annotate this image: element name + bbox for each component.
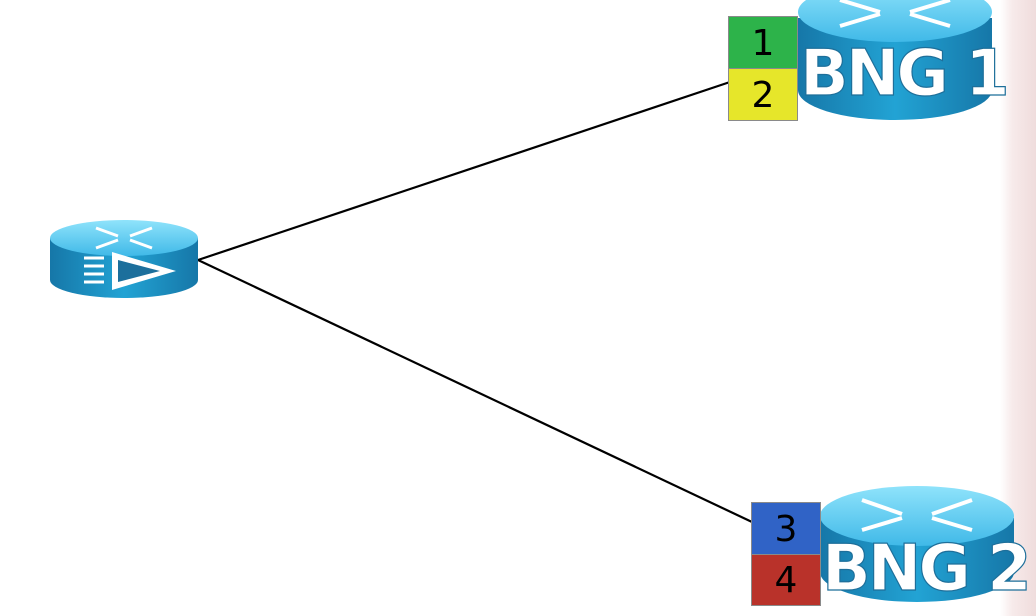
link-to-bng2 [197,259,753,523]
forward-arrow-icon [84,252,176,290]
link-to-bng1 [197,80,731,262]
router-arrows-icon [95,226,153,250]
tag-2: 2 [728,68,798,121]
tag-2-label: 2 [751,75,775,116]
tag-1-label: 1 [751,23,775,64]
bng2-label: BNG 2 [822,532,1029,606]
bng1-router-arrows-icon [839,0,951,28]
bng1-label: BNG 1 [800,37,1007,111]
router-left[interactable] [50,220,198,298]
tag-1: 1 [728,16,798,69]
tag-3: 3 [751,502,821,555]
tag-3-label: 3 [774,509,798,550]
tag-4-label: 4 [774,560,798,601]
bng2-router-arrows-icon [861,498,973,532]
tag-4: 4 [751,554,821,606]
bng1-router[interactable]: BNG 1 [798,0,1010,120]
bng2-router[interactable]: BNG 2 [820,486,1032,607]
